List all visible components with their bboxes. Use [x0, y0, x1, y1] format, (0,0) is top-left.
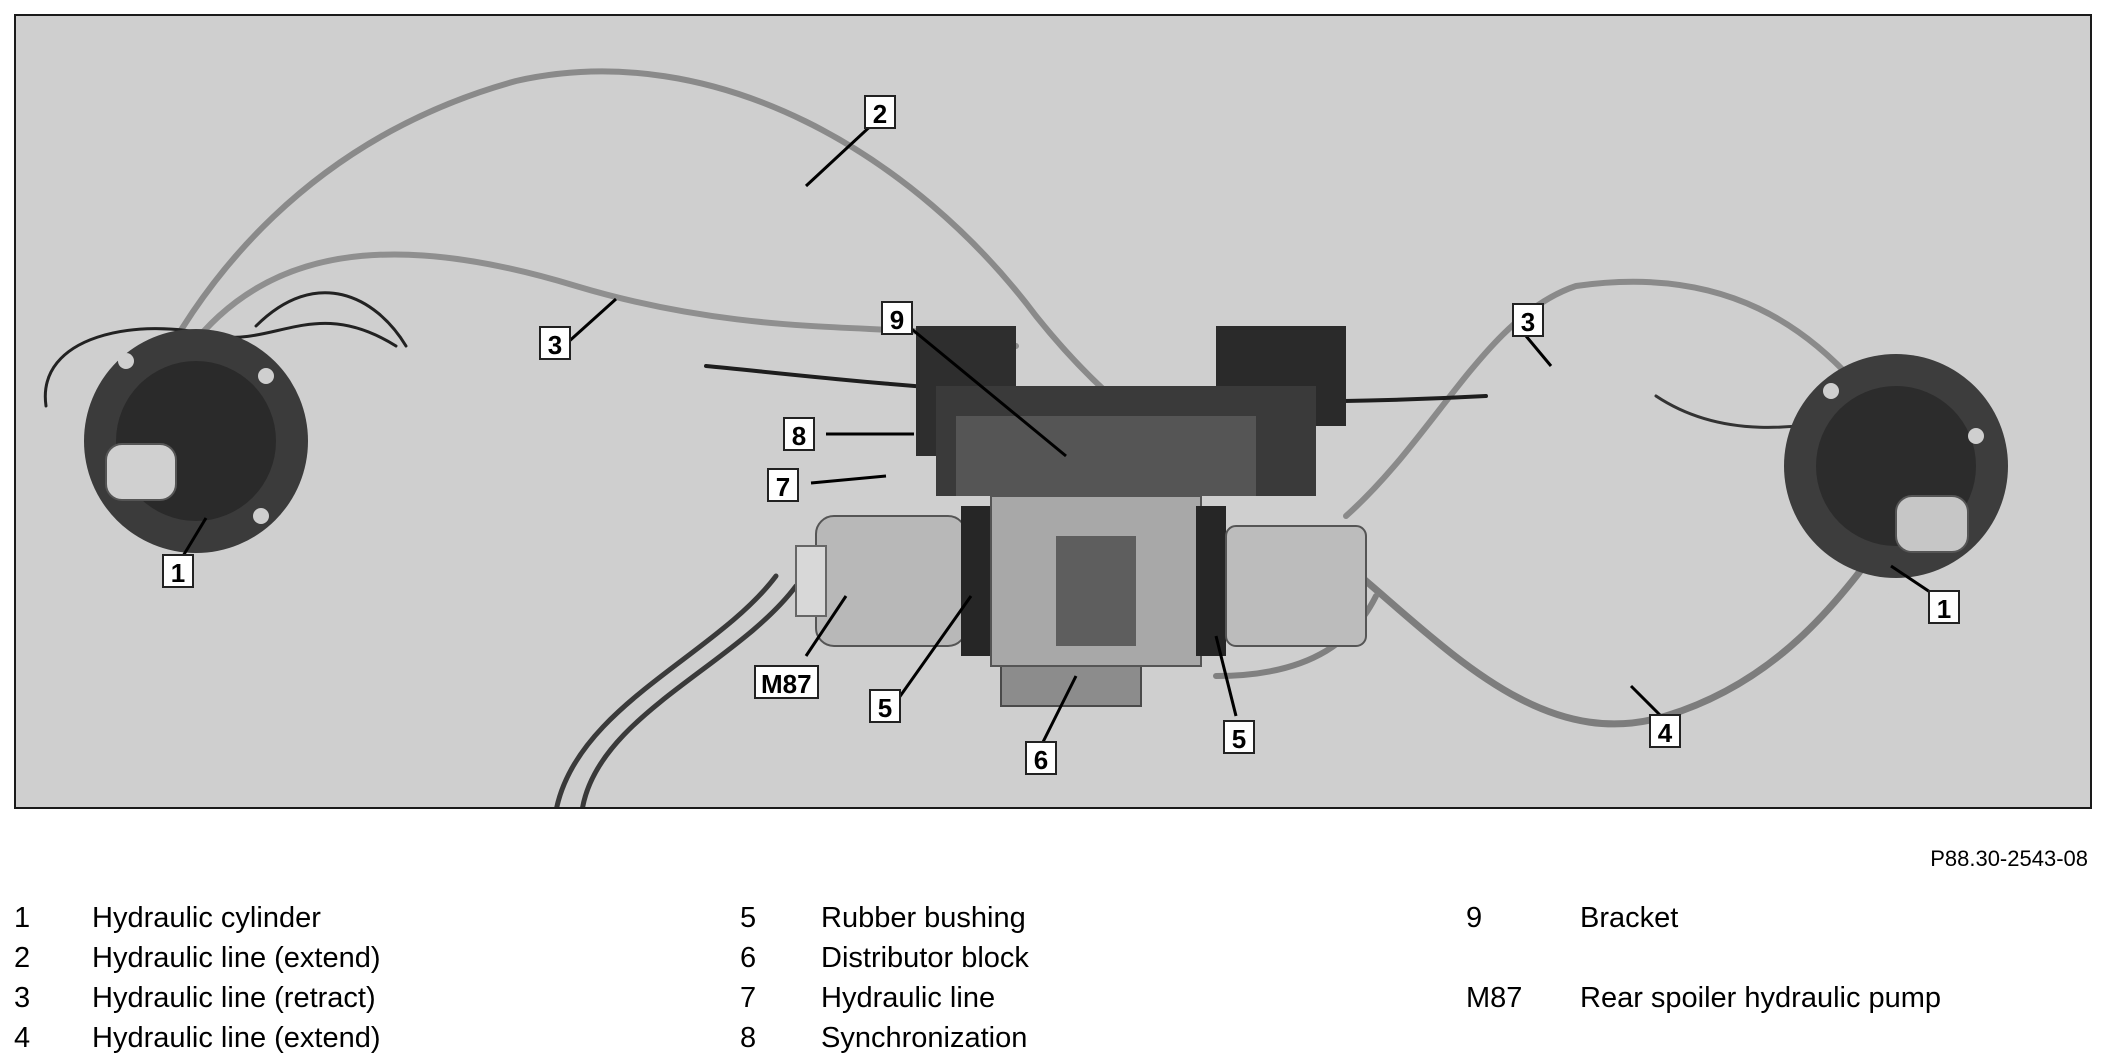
legend-column-2: 5 Rubber bushing 6 Distributor block 7 Hydr… [740, 898, 1029, 1058]
legend-column-3: 9 Bracket M87 Rear spoiler hydraulic pump [1466, 898, 1941, 1018]
legend-item: 6 Distributor block [740, 938, 1029, 978]
callout-4: 4 [1649, 714, 1681, 748]
legend-number: 7 [740, 982, 757, 1014]
legend-item: 3 Hydraulic line (retract) [14, 978, 381, 1018]
legend-number: 9 [1466, 902, 1483, 934]
right-hydraulic-cylinder [1784, 354, 2008, 594]
legend-label: Bracket [1580, 902, 1679, 934]
bracket-assembly [916, 326, 1346, 496]
callout-1-right: 1 [1928, 590, 1960, 624]
callout-9: 9 [881, 301, 913, 335]
legend-label: Hydraulic line (extend) [92, 942, 381, 974]
component-illustration [43, 68, 2008, 807]
legend-item: 9 Bracket [1466, 898, 1941, 938]
hydraulic-line-retract-right [1343, 278, 1899, 519]
legend-label: Hydraulic line [821, 982, 996, 1014]
legend-label: Hydraulic cylinder [92, 902, 321, 934]
callout-5-right: 5 [1223, 720, 1255, 754]
legend-number: 5 [740, 902, 757, 934]
legend-number: M87 [1466, 982, 1523, 1014]
callout-8: 8 [783, 417, 815, 451]
legend-item: 2 Hydraulic line (extend) [14, 938, 381, 978]
legend-number: 2 [14, 942, 31, 974]
legend-number: 3 [14, 982, 31, 1014]
legend-label: Hydraulic line (extend) [92, 1022, 381, 1054]
hydraulic-line-extend-right-2 [1213, 593, 1379, 679]
callout-3-left: 3 [539, 326, 571, 360]
callout-3-right: 3 [1512, 303, 1544, 337]
callout-5-left: 5 [869, 689, 901, 723]
legend-spacer [1466, 938, 1941, 978]
legend-item: M87 Rear spoiler hydraulic pump [1466, 978, 1941, 1018]
legend-label: Rear spoiler hydraulic pump [1580, 982, 1942, 1014]
callout-m87: M87 [754, 665, 819, 699]
legend-number: 6 [740, 942, 757, 974]
legend-item: 7 Hydraulic line [740, 978, 1029, 1018]
legend-number: 8 [740, 1022, 757, 1054]
legend-number: 4 [14, 1022, 31, 1054]
legend-label: Hydraulic line (retract) [92, 982, 376, 1014]
legend-item: 1 Hydraulic cylinder [14, 898, 381, 938]
legend-number: 1 [14, 902, 31, 934]
callout-1-left: 1 [162, 554, 194, 588]
pump-cable [554, 573, 779, 807]
component-photo: 1 2 3 9 8 7 M87 5 6 5 3 4 1 [14, 14, 2092, 809]
legend-label: Rubber bushing [821, 902, 1026, 934]
left-hydraulic-cylinder [84, 329, 308, 553]
legend-label: Synchronization [821, 1022, 1028, 1054]
pump-cable-2 [580, 583, 799, 807]
legend-item: 5 Rubber bushing [740, 898, 1029, 938]
wire-left-2 [254, 291, 408, 348]
reference-code: P88.30-2543-08 [1930, 846, 2088, 871]
legend-label: Distributor block [821, 942, 1029, 974]
callout-2: 2 [864, 95, 896, 129]
legend-item: 8 Synchronization [740, 1018, 1029, 1058]
legend-item: 4 Hydraulic line (extend) [14, 1018, 381, 1058]
hydraulic-pump-unit [795, 495, 1367, 667]
callout-6: 6 [1025, 741, 1057, 775]
callout-7: 7 [767, 468, 799, 502]
